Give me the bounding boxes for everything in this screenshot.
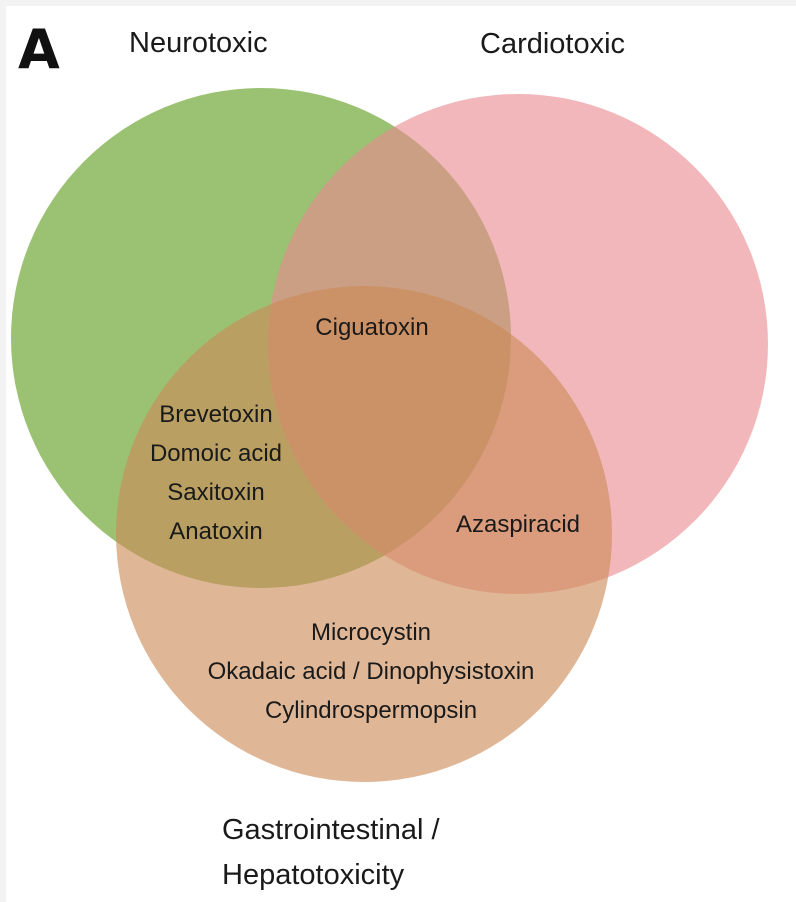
brevetoxin-label: Brevetoxin <box>159 401 272 428</box>
saxitoxin-label: Saxitoxin <box>167 479 264 506</box>
cardiotoxic-title: Cardiotoxic <box>480 28 625 60</box>
okadaic-acid-label: Okadaic acid / Dinophysistoxin <box>208 658 535 685</box>
gastro-title-line-2: Hepatotoxicity <box>222 859 405 891</box>
anatoxin-label: Anatoxin <box>169 518 262 545</box>
neurotoxic-title: Neurotoxic <box>129 27 268 59</box>
cylindrospermopsin-label: Cylindrospermopsin <box>265 697 477 724</box>
ciguatoxin-label: Ciguatoxin <box>315 314 428 341</box>
domoic-acid-label: Domoic acid <box>150 440 282 467</box>
azaspiracid-label: Azaspiracid <box>456 511 580 538</box>
gastro-hepato-circle <box>116 286 612 782</box>
panel-letter: A <box>18 18 60 81</box>
venn-diagram: A Neurotoxic Cardiotoxic Gastrointestina… <box>11 18 768 891</box>
microcystin-label: Microcystin <box>311 619 431 646</box>
figure-panel: A Neurotoxic Cardiotoxic Gastrointestina… <box>6 6 796 902</box>
gastro-title-line-1: Gastrointestinal / <box>222 814 441 846</box>
